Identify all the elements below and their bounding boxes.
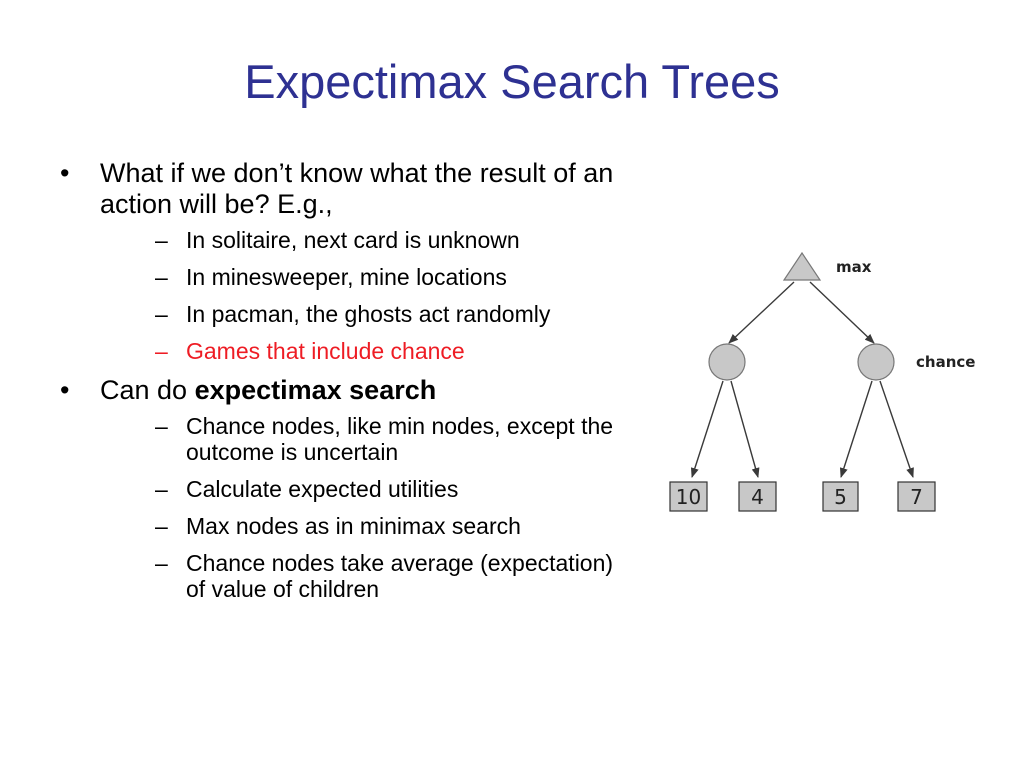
bold-term: expectimax search xyxy=(194,375,437,405)
sub-bullet-expected-utilities: Calculate expected utilities xyxy=(100,476,620,502)
dash-mark xyxy=(155,338,168,364)
dash-mark xyxy=(155,550,168,576)
dash-mark xyxy=(155,413,168,439)
leaf-value-7: 7 xyxy=(910,485,923,509)
edge-max-left xyxy=(728,281,795,344)
chance-node-left xyxy=(708,343,746,381)
max-node-triangle xyxy=(782,251,822,281)
bullet-mark xyxy=(60,375,69,406)
dash-mark xyxy=(155,264,168,290)
sub-bullet-max-nodes: Max nodes as in minimax search xyxy=(100,513,620,539)
edge-left-10 xyxy=(690,380,724,478)
tree-svg: max chance 10 4 5 7 xyxy=(669,251,975,512)
edge-right-7 xyxy=(879,380,914,478)
bullet-unknown-result: What if we don’t know what the result of… xyxy=(60,158,620,364)
sub-bullet-pacman: In pacman, the ghosts act randomly xyxy=(100,301,620,327)
leaf-value-10: 10 xyxy=(676,485,701,509)
dash-mark xyxy=(155,301,168,327)
leaf-node-5 xyxy=(822,481,859,512)
leaf-node-10 xyxy=(669,481,708,512)
sub-bullet-chance-games: Games that include chance xyxy=(100,338,620,364)
leaf-node-4 xyxy=(738,481,777,512)
dash-mark xyxy=(155,513,168,539)
slide-title: Expectimax Search Trees xyxy=(244,55,780,108)
leaf-node-7 xyxy=(897,481,936,512)
chance-label: chance xyxy=(916,353,975,371)
sub-bullet-list: Chance nodes, like min nodes, except the… xyxy=(100,413,620,602)
sub-bullet-chance-nodes: Chance nodes, like min nodes, except the… xyxy=(100,413,620,465)
edge-max-right xyxy=(809,281,875,344)
expectimax-tree-diagram: max chance 10 4 5 7 xyxy=(660,245,1000,520)
edge-left-4 xyxy=(730,380,760,478)
sub-bullet-average: Chance nodes take average (expectation) … xyxy=(100,550,620,602)
bullet-mark xyxy=(60,158,69,189)
bullet-text: Can do expectimax search xyxy=(100,375,437,405)
leaf-value-5: 5 xyxy=(834,485,847,509)
edge-right-5 xyxy=(839,380,873,478)
max-label: max xyxy=(836,258,872,276)
sub-bullet-list: In solitaire, next card is unknown In mi… xyxy=(100,227,620,364)
sub-bullet-solitaire: In solitaire, next card is unknown xyxy=(100,227,620,253)
bullet-expectimax: Can do expectimax search Chance nodes, l… xyxy=(60,375,620,602)
bullet-text: What if we don’t know what the result of… xyxy=(100,158,614,219)
chance-node-right xyxy=(857,343,895,381)
sub-bullet-minesweeper: In minesweeper, mine locations xyxy=(100,264,620,290)
slide-content: What if we don’t know what the result of… xyxy=(60,158,620,613)
leaf-value-4: 4 xyxy=(751,485,764,509)
dash-mark xyxy=(155,476,168,502)
dash-mark xyxy=(155,227,168,253)
